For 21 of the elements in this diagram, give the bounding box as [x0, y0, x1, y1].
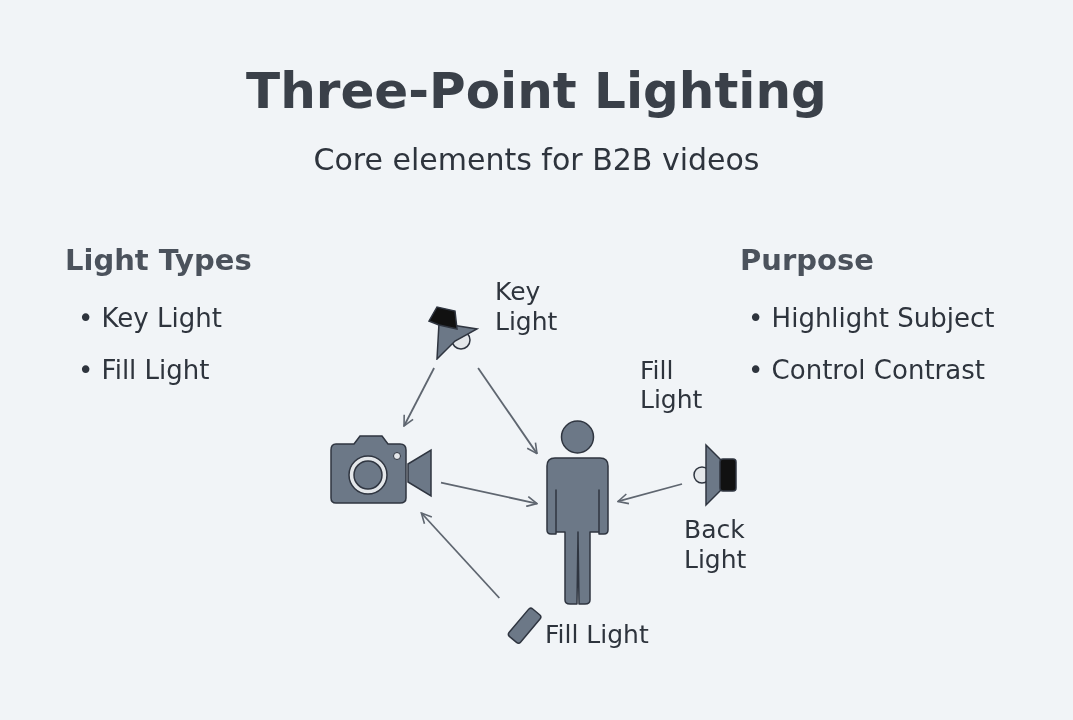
arrow [477, 367, 538, 455]
section-heading: Light Types [65, 244, 252, 278]
list-item: • Fill Light [78, 356, 210, 386]
title: Three-Point Lighting [246, 62, 827, 120]
arrow [420, 512, 501, 599]
person-icon [545, 420, 610, 605]
lamp-icon [690, 443, 740, 507]
arrow [617, 483, 683, 505]
lamp-icon [425, 303, 481, 360]
video-camera-icon [330, 434, 433, 505]
list-item: • Highlight Subject [748, 304, 995, 334]
arrow [440, 481, 538, 508]
list-item: • Key Light [78, 304, 222, 334]
light-label: Fill Light [545, 620, 650, 650]
list-item: Fill Light [640, 357, 700, 415]
section-heading: Purpose [740, 244, 874, 278]
subtitle: Core elements for B2B videos [313, 142, 760, 177]
arrow [403, 367, 435, 427]
light-label: Key Light [495, 277, 559, 337]
list-item: • Control Contrast [748, 356, 985, 386]
light-label: Back Light [684, 515, 748, 575]
